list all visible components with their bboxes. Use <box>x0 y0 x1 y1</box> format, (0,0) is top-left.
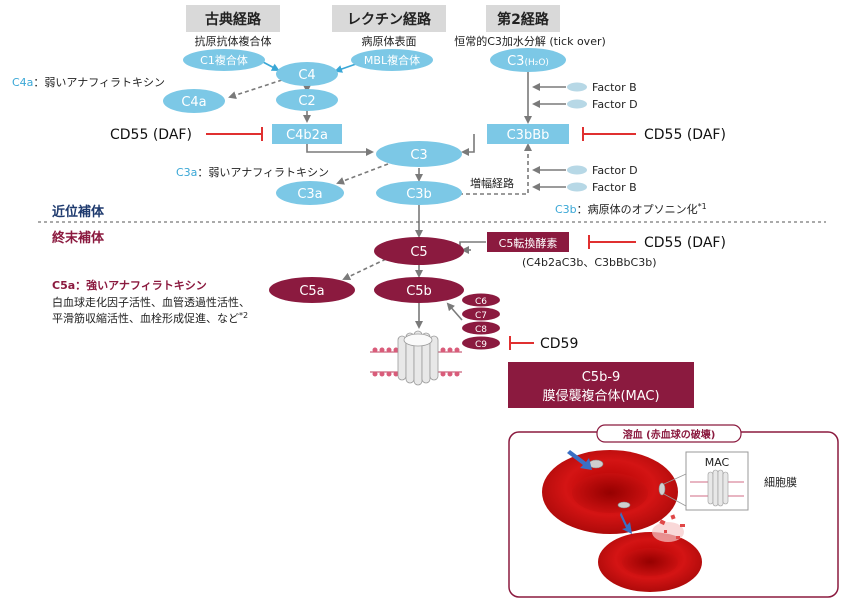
node-c6: C6 <box>462 293 500 307</box>
hemolysis-panel: 溶血 (赤血球の破壊) MAC <box>508 424 839 598</box>
factor-b-top: Factor B <box>567 81 637 94</box>
node-c9-label: C9 <box>475 340 487 350</box>
node-c9: C9 <box>462 336 500 350</box>
c3b-annotation-note: *1 <box>698 202 707 211</box>
inhibitor-cd55-right-mid: CD55 (DAF) <box>588 235 726 251</box>
cell-membrane-label: 細胞膜 <box>764 476 797 489</box>
mac-box: C5b-9 膜侵襲複合体(MAC) <box>508 362 694 408</box>
node-c1-complex: C1複合体 <box>183 49 265 71</box>
node-c3-h2o: C3(H₂O) <box>490 48 566 72</box>
c3a-annotation-desc: ：弱いアナフィラトキシン <box>197 166 329 179</box>
node-c5-convertase: C5転換酵素 <box>487 232 569 252</box>
node-c7-label: C7 <box>475 311 487 321</box>
node-c4a-label: C4a <box>181 95 206 110</box>
node-c3: C3 <box>376 141 462 167</box>
factor-d-bottom-label: Factor D <box>592 164 638 177</box>
cd55-left-label: CD55 (DAF) <box>110 127 192 143</box>
factor-b-top-label: Factor B <box>592 81 637 94</box>
mac-zoom-label: MAC <box>705 456 730 469</box>
pathway-header-lectin: レクチン経路 <box>332 5 446 32</box>
node-c5conv-label: C5転換酵素 <box>499 237 558 250</box>
c3b-annotation-head: C3b <box>555 203 577 216</box>
node-c5a-label: C5a <box>299 284 324 299</box>
mac-zoom-box: MAC <box>685 451 749 511</box>
c5a-annotation-head: C5a：強いアナフィラトキシン <box>52 278 207 292</box>
svg-text:C3(H₂O): C3(H₂O) <box>507 54 549 69</box>
node-c5b-label: C5b <box>406 284 432 299</box>
c3b-annotation-desc: ：病原体のオプソニン化 <box>577 202 698 216</box>
node-c4: C4 <box>276 62 338 86</box>
pathway-header-alternative: 第2経路 <box>486 5 560 32</box>
node-c5a: C5a <box>269 277 355 303</box>
red-blood-cell-intact <box>542 450 678 534</box>
node-c1-label: C1複合体 <box>200 53 248 67</box>
node-c7: C7 <box>462 307 500 321</box>
hemolysis-title: 溶血 (赤血球の破壊) <box>623 428 716 441</box>
node-c2: C2 <box>276 89 338 111</box>
amplification-label: 増幅経路 <box>470 177 514 190</box>
node-c3a: C3a <box>276 181 344 205</box>
factor-b-bottom: Factor B <box>567 181 637 194</box>
red-blood-cell-lysed <box>598 514 702 592</box>
node-c8: C8 <box>462 321 500 335</box>
node-c5: C5 <box>374 237 464 265</box>
node-c6-label: C6 <box>475 297 487 307</box>
c5a-annotation-line2: 平滑筋収縮活性、血栓形成促進、など*2 <box>52 311 248 325</box>
factor-d-bottom: Factor D <box>567 164 638 177</box>
c5a-annotation-line1: 白血球走化因子活性、血管透過性活性、 <box>52 295 250 309</box>
c3a-annotation: C3a：弱いアナフィラトキシン <box>176 166 329 179</box>
pathway-lectin-label: レクチン経路 <box>347 11 432 28</box>
factor-d-top-label: Factor D <box>592 98 638 111</box>
alternative-trigger-label: 恒常的C3加水分解 (tick over) <box>454 34 606 48</box>
factor-d-top: Factor D <box>567 98 638 111</box>
node-c3b-label: C3b <box>406 187 432 202</box>
cd59-label: CD59 <box>540 336 578 352</box>
node-c3b: C3b <box>376 181 462 205</box>
c4a-annotation-head: C4a <box>12 76 33 89</box>
node-c2-label: C2 <box>298 94 315 109</box>
factor-b-bottom-label: Factor B <box>592 181 637 194</box>
cd55-right-mid-label: CD55 (DAF) <box>644 235 726 251</box>
c4a-annotation: C4a：弱いアナフィラトキシン <box>12 76 165 89</box>
cd55-right-top-label: CD55 (DAF) <box>644 127 726 143</box>
c5a-annotation-line2-text: 平滑筋収縮活性、血栓形成促進、など <box>52 311 239 325</box>
c3a-annotation-head: C3a <box>176 166 197 179</box>
node-c4-label: C4 <box>298 68 315 83</box>
mac-attack-arrow-icon <box>567 450 632 534</box>
node-c4b2a-label: C4b2a <box>286 128 328 143</box>
terminal-complement-label: 終末補体 <box>52 230 105 246</box>
node-c3h2o-sub-label: (H₂O) <box>524 58 548 68</box>
inhibitor-cd55-left: CD55 (DAF) <box>110 127 263 143</box>
c4a-annotation-desc: ：弱いアナフィラトキシン <box>33 76 165 89</box>
inhibitor-cd59: CD59 <box>509 336 578 352</box>
c5a-annotation-note: *2 <box>239 311 248 320</box>
node-c4b2a: C4b2a <box>272 124 342 144</box>
node-mbl-label: MBL複合体 <box>364 53 420 67</box>
pathway-header-classical: 古典経路 <box>186 5 280 32</box>
node-c4a: C4a <box>163 89 225 113</box>
lectin-trigger-label: 病原体表面 <box>362 34 417 48</box>
node-c5b: C5b <box>374 277 464 303</box>
node-c8-label: C8 <box>475 325 487 335</box>
pathway-classical-label: 古典経路 <box>205 11 262 28</box>
proximal-complement-label: 近位補体 <box>52 204 105 220</box>
mac-box-line2: 膜侵襲複合体(MAC) <box>542 388 659 404</box>
pathway-alternative-label: 第2経路 <box>497 11 550 28</box>
c3b-annotation: C3b：病原体のオプソニン化*1 <box>555 202 707 216</box>
node-c3bbb-label: C3bBb <box>507 128 550 143</box>
classical-trigger-label: 抗原抗体複合体 <box>195 34 272 48</box>
c5-convertase-components: (C4b2aC3b、C3bBbC3b) <box>522 256 657 269</box>
mac-box-line1: C5b-9 <box>582 370 621 385</box>
mac-membrane-illustration <box>370 330 462 386</box>
node-c3bbb: C3bBb <box>487 124 569 144</box>
node-c3h2o-main-label: C3 <box>507 54 524 69</box>
node-c3a-label: C3a <box>297 187 322 202</box>
node-mbl-complex: MBL複合体 <box>351 49 433 71</box>
node-c5-label: C5 <box>410 245 427 260</box>
inhibitor-cd55-right-top: CD55 (DAF) <box>582 127 726 143</box>
node-c3-label: C3 <box>410 148 427 163</box>
